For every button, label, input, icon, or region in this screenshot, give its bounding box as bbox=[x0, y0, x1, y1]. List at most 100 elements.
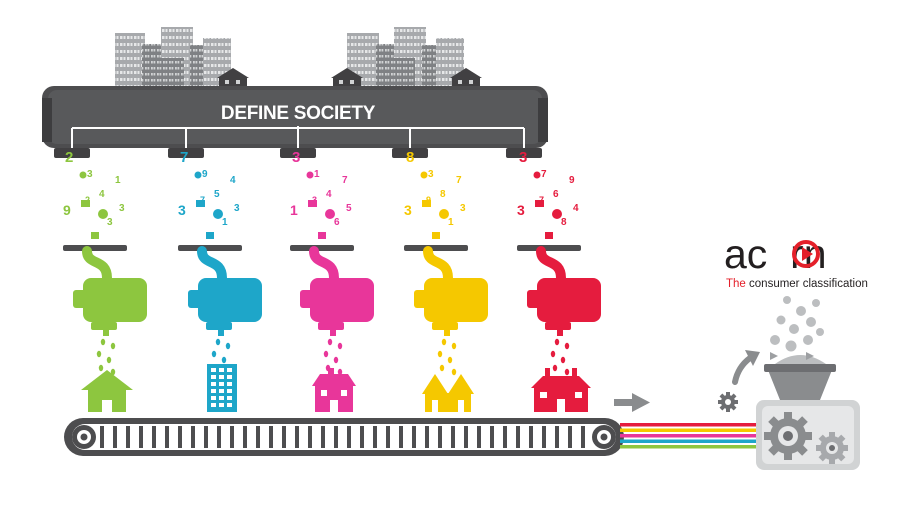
segment-symbol: 8 bbox=[561, 217, 567, 228]
segment-symbol: 9 bbox=[202, 169, 208, 180]
segment-symbol: 9 bbox=[569, 175, 575, 186]
small-gear-icon bbox=[816, 432, 848, 464]
box-icon bbox=[318, 232, 326, 239]
segment-symbol: 9 bbox=[63, 202, 71, 218]
dot-icon bbox=[213, 209, 223, 219]
segment-symbol: 5 bbox=[214, 189, 220, 200]
small-house-icon bbox=[196, 200, 205, 207]
segment-symbols: 37396478 bbox=[517, 149, 579, 239]
segment-symbol: 1 bbox=[290, 202, 298, 218]
segment-symbol: 3 bbox=[178, 202, 186, 218]
segment-symbol: 3 bbox=[519, 149, 527, 166]
drops bbox=[323, 338, 343, 376]
segment-column-blue: 79345371 bbox=[178, 149, 262, 412]
gear-icon bbox=[718, 392, 738, 412]
classification-machine bbox=[756, 355, 860, 470]
feed-pipe bbox=[536, 246, 566, 291]
segment-symbol: 3 bbox=[404, 202, 412, 218]
segment-symbol: 1 bbox=[314, 169, 320, 180]
segment-symbol: 7 bbox=[180, 149, 188, 166]
stream-line bbox=[620, 434, 758, 438]
segment-symbol: 3 bbox=[87, 169, 93, 180]
dot-icon bbox=[439, 209, 449, 219]
segment-symbol: 7 bbox=[456, 175, 462, 186]
drops bbox=[437, 338, 457, 376]
segment-symbol: 4 bbox=[326, 189, 332, 200]
dot-icon bbox=[552, 209, 562, 219]
dot-icon bbox=[79, 171, 87, 179]
segment-symbol: 8 bbox=[440, 189, 446, 200]
small-house-icon bbox=[81, 200, 90, 207]
small-house-icon bbox=[422, 200, 431, 207]
box-icon bbox=[91, 232, 99, 239]
segment-symbol: 4 bbox=[573, 203, 579, 214]
segment-symbol: 3 bbox=[460, 203, 466, 214]
conveyor-roller-right bbox=[592, 425, 616, 449]
dispenser bbox=[527, 278, 601, 336]
small-house-icon bbox=[535, 200, 544, 207]
segment-symbol: 4 bbox=[230, 175, 236, 186]
feed-pipe bbox=[197, 246, 227, 291]
small-house-icon bbox=[308, 200, 317, 207]
apartment-block-icon bbox=[207, 364, 237, 412]
city-skyline-right bbox=[331, 27, 482, 89]
segment-column-green: 23914323 bbox=[63, 149, 147, 412]
dispenser bbox=[414, 278, 488, 336]
segment-symbol: 6 bbox=[334, 217, 340, 228]
segment-column-pink: 31174536 bbox=[290, 149, 374, 412]
stream-line bbox=[620, 428, 758, 432]
box-icon bbox=[545, 232, 553, 239]
segment-symbols: 83378391 bbox=[404, 149, 466, 239]
collector-plate bbox=[404, 245, 468, 251]
segment-column-yellow: 83378391 bbox=[404, 149, 488, 412]
segment-symbol: 7 bbox=[541, 169, 547, 180]
segment-symbol: 7 bbox=[342, 175, 348, 186]
segment-symbol: 4 bbox=[99, 189, 105, 200]
conveyor-roller-left bbox=[72, 425, 96, 449]
dot-icon bbox=[420, 171, 428, 179]
dispenser bbox=[300, 278, 374, 336]
segment-symbols: 31174536 bbox=[290, 149, 352, 239]
drops bbox=[96, 338, 116, 376]
tagline-text: consumer classification bbox=[746, 278, 868, 290]
large-gear-icon bbox=[764, 412, 812, 460]
arrow-right-icon bbox=[614, 393, 650, 412]
segment-column-red: 37396478 bbox=[517, 149, 601, 412]
tagline-prefix: The bbox=[726, 278, 746, 290]
city-skyline-left bbox=[115, 27, 249, 89]
segment-symbols: 79345371 bbox=[178, 149, 240, 239]
segment-symbol: 3 bbox=[428, 169, 434, 180]
collector-plate bbox=[290, 245, 354, 251]
dot-icon bbox=[533, 171, 541, 179]
collector-plate bbox=[517, 245, 581, 251]
collector-plate bbox=[178, 245, 242, 251]
segment-symbol: 8 bbox=[406, 149, 414, 166]
feed-pipe bbox=[423, 246, 453, 291]
conveyor-belt bbox=[64, 418, 624, 456]
dot-icon bbox=[194, 171, 202, 179]
segment-symbol: 3 bbox=[119, 203, 125, 214]
classified-output-icons bbox=[770, 296, 824, 360]
segment-symbol: 1 bbox=[448, 217, 454, 228]
data-streams bbox=[620, 423, 758, 449]
stream-line bbox=[620, 445, 758, 449]
segment-symbol: 5 bbox=[346, 203, 352, 214]
segment-symbol: 6 bbox=[553, 189, 559, 200]
segment-symbol: 2 bbox=[65, 149, 73, 166]
feed-pipe bbox=[82, 246, 112, 291]
semi-detached-house-icon bbox=[422, 374, 474, 412]
detached-house-icon bbox=[531, 368, 591, 412]
drops bbox=[550, 338, 570, 376]
segment-symbols: 23914323 bbox=[63, 149, 125, 239]
house-with-roof-icon bbox=[81, 370, 133, 412]
segment-symbol: 1 bbox=[115, 175, 121, 186]
stream-line bbox=[620, 423, 758, 427]
brand-o-play-icon bbox=[792, 240, 820, 268]
collector-plate bbox=[63, 245, 127, 251]
dot-icon bbox=[98, 209, 108, 219]
acorn-logo: acorn The consumer classification bbox=[724, 231, 868, 290]
define-society-machine: DEFINE SOCIETY bbox=[42, 86, 548, 158]
dispenser bbox=[73, 278, 147, 336]
segment-symbol: 1 bbox=[222, 217, 228, 228]
